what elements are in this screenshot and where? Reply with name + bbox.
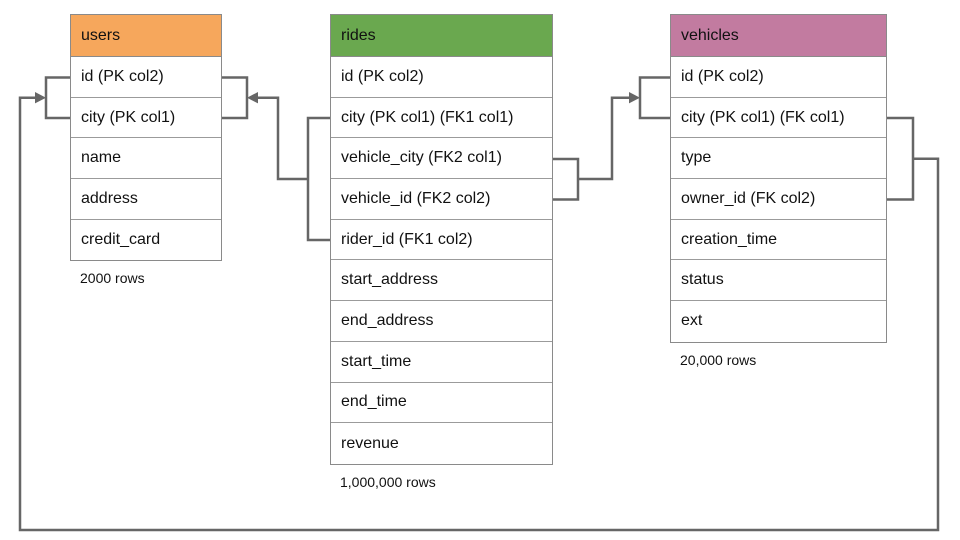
arrowhead-into-users-left	[35, 92, 46, 104]
table-row-start_address: start_address	[331, 260, 552, 302]
arrowhead-into-users-right	[247, 92, 258, 104]
vehicles-left-bracket	[638, 76, 670, 120]
rides-left-bracket	[306, 116, 330, 242]
users-table-header: users	[71, 15, 221, 57]
table-row-start_time: start_time	[331, 341, 552, 383]
table-row-id: id (PK col2)	[71, 57, 221, 98]
rides-right-bracket	[553, 157, 580, 201]
connector-rides-to-vehicles	[578, 96, 631, 181]
vehicles-right-bracket	[887, 116, 915, 201]
table-row-status: status	[671, 260, 886, 302]
table-row-rider_id: rider_id (FK1 col2)	[331, 219, 552, 261]
table-row-id: id (PK col2)	[671, 57, 886, 98]
table-row-revenue: revenue	[331, 423, 552, 464]
table-row-city: city (PK col1) (FK1 col1)	[331, 97, 552, 139]
vehicles-table-header: vehicles	[671, 15, 886, 57]
table-row-vehicle_id: vehicle_id (FK2 col2)	[331, 179, 552, 220]
vehicles-table-box: vehicles id (PK col2)city (PK col1) (FK …	[670, 14, 887, 343]
table-row-name: name	[71, 138, 221, 180]
table-row-city: city (PK col1) (FK col1)	[671, 97, 886, 139]
rides-table-header: rides	[331, 15, 552, 57]
rides-row-count: 1,000,000 rows	[340, 473, 436, 490]
table-vehicles: vehicles id (PK col2)city (PK col1) (FK …	[670, 14, 887, 368]
table-row-address: address	[71, 179, 221, 220]
table-row-owner_id: owner_id (FK col2)	[671, 179, 886, 220]
table-row-creation_time: creation_time	[671, 219, 886, 261]
users-row-count: 2000 rows	[80, 270, 145, 287]
rides-table-rows: id (PK col2)city (PK col1) (FK1 col1)veh…	[331, 57, 552, 464]
users-right-bracket	[222, 76, 249, 120]
table-row-vehicle_city: vehicle_city (FK2 col1)	[331, 138, 552, 180]
arrowhead-into-vehicles-left	[629, 92, 640, 104]
table-row-city: city (PK col1)	[71, 97, 221, 139]
table-row-end_address: end_address	[331, 301, 552, 342]
vehicles-row-count: 20,000 rows	[680, 351, 757, 368]
table-row-credit_card: credit_card	[71, 219, 221, 261]
table-row-type: type	[671, 138, 886, 180]
table-row-ext: ext	[671, 301, 886, 342]
rides-table-box: rides id (PK col2)city (PK col1) (FK1 co…	[330, 14, 553, 465]
table-rides: rides id (PK col2)city (PK col1) (FK1 co…	[330, 14, 553, 490]
users-left-bracket	[44, 76, 70, 120]
connector-rides-to-users	[256, 96, 308, 181]
connector-vehicles-to-users-loop	[18, 96, 940, 532]
vehicles-table-rows: id (PK col2)city (PK col1) (FK col1)type…	[671, 57, 886, 342]
table-row-end_time: end_time	[331, 382, 552, 424]
table-row-id: id (PK col2)	[331, 57, 552, 98]
